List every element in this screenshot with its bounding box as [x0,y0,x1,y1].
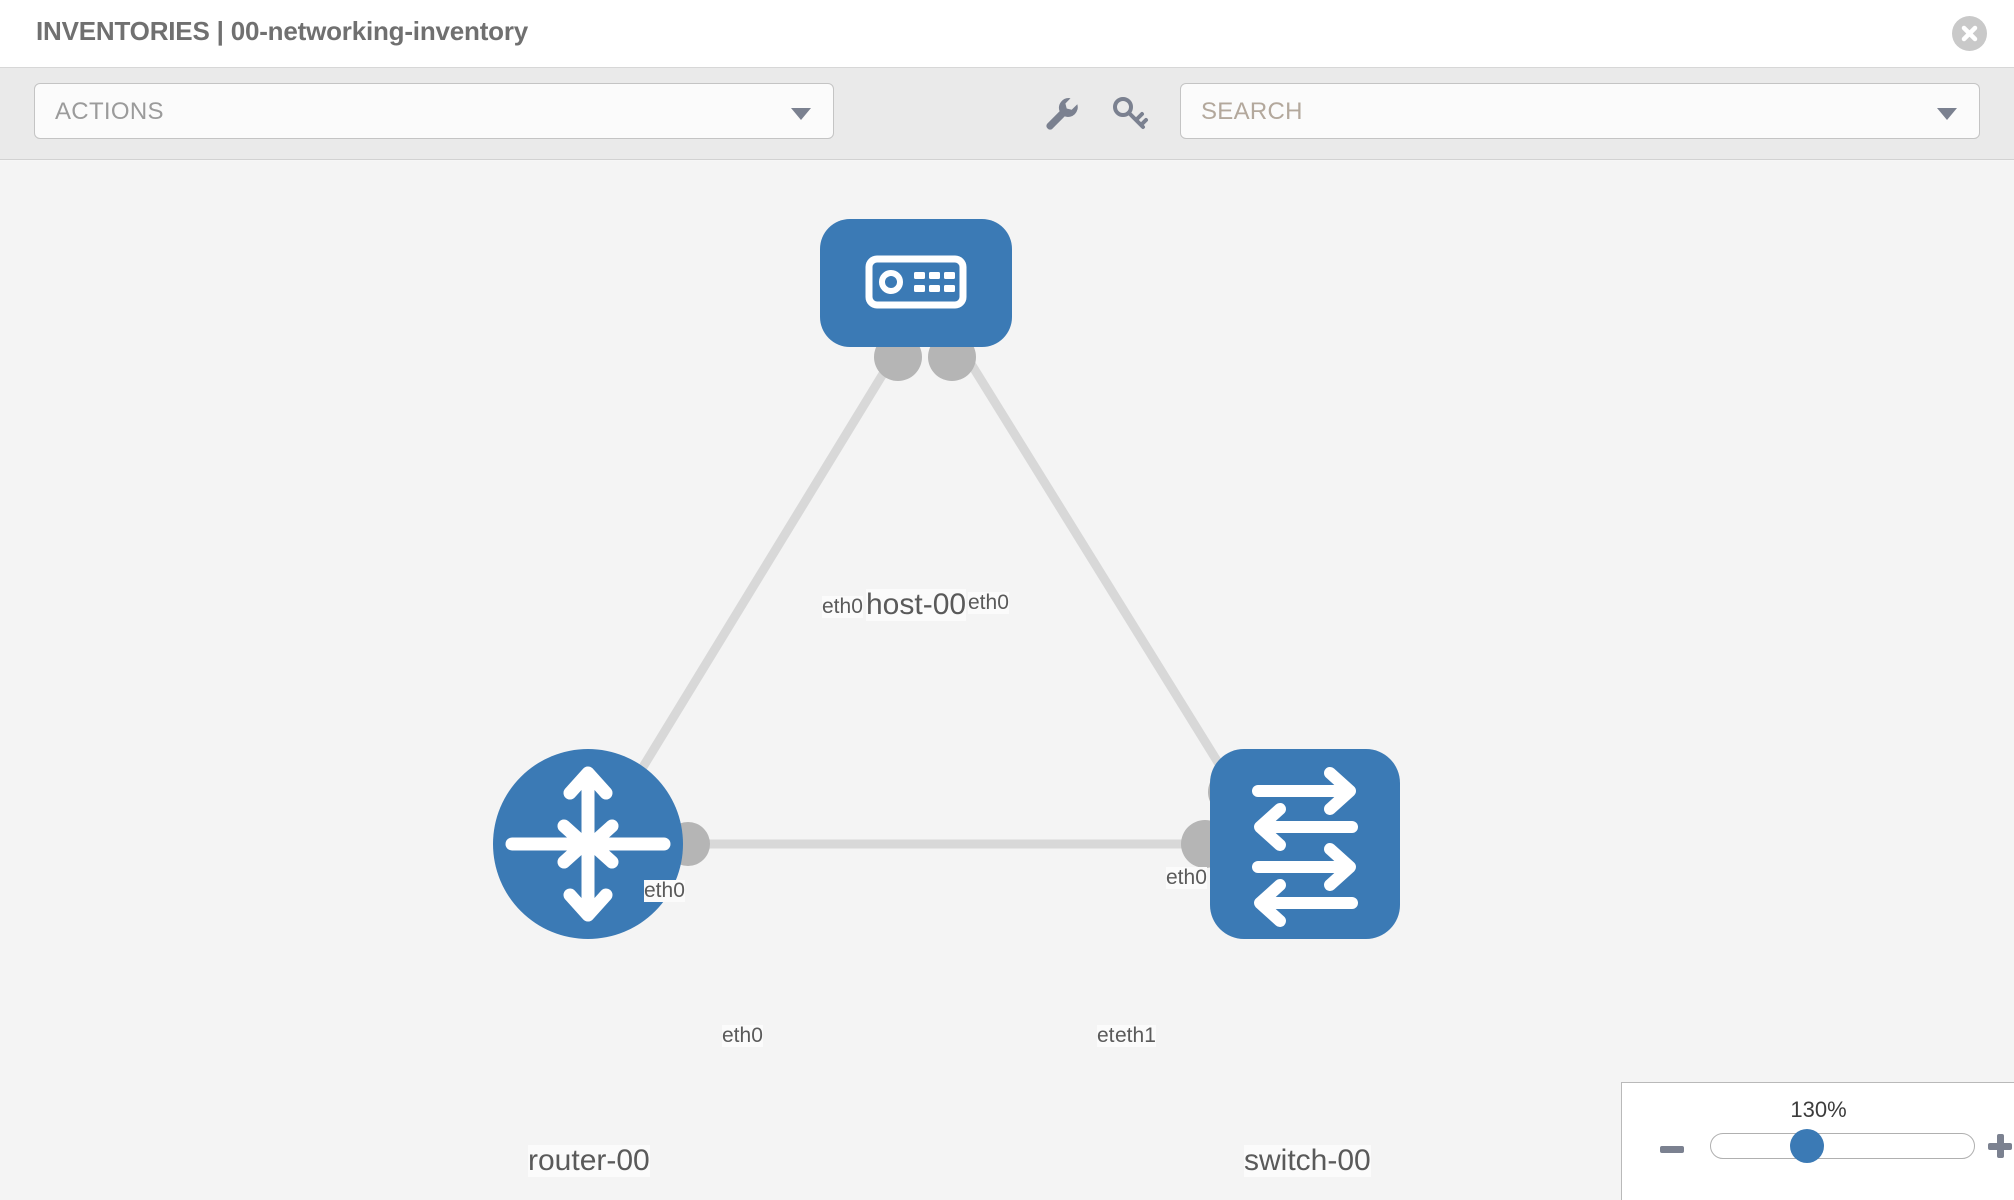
server-icon [865,255,967,309]
zoom-slider[interactable] [1710,1133,1975,1159]
plus-icon[interactable] [1988,1134,2012,1158]
zoom-slider-thumb[interactable] [1790,1129,1824,1163]
switch-arrows-icon [1252,767,1358,927]
node-label-switch: switch-00 [1244,1144,1371,1177]
iface-label: eth1 [1115,1024,1156,1048]
iface-label: eth0 [1166,866,1207,890]
window-header: INVENTORIES | 00-networking-inventory [0,0,2014,68]
minus-icon[interactable] [1660,1146,1684,1153]
actions-dropdown[interactable]: ACTIONS [34,83,834,139]
actions-dropdown-label: ACTIONS [55,98,164,125]
page-title: INVENTORIES | 00-networking-inventory [36,16,529,46]
node-switch-00 [1210,749,1400,939]
close-icon[interactable] [1952,16,1987,51]
topology-graph: eth0 eth0 eth0 eth0 eth0 eth0 eth1 host-… [0,161,2014,1200]
topology-edges [606,343,1249,849]
iface-label: eth0 [822,595,863,619]
edge-host-router [606,343,904,824]
node-host-00 [820,219,1012,347]
chevron-down-icon [791,108,811,120]
node-label-router: router-00 [528,1144,650,1177]
zoom-level-label: 130% [1790,1097,1847,1122]
search-placeholder: SEARCH [1201,98,1303,125]
topology-canvas[interactable]: eth0 eth0 eth0 eth0 eth0 eth0 eth1 host-… [0,161,2014,1200]
chevron-down-icon[interactable] [1937,108,1957,120]
search-input[interactable]: SEARCH [1180,83,1980,139]
edge-host-switch [956,343,1249,809]
wrench-icon[interactable] [1040,92,1082,134]
zoom-control-panel: 130% [1621,1082,2014,1200]
iface-label: eth0 [644,879,685,903]
iface-label: eth0 [968,591,1009,615]
key-icon[interactable] [1108,92,1150,134]
iface-label: eth0 [722,1024,763,1048]
node-router-00 [493,749,683,939]
router-arrows-icon [505,766,671,922]
node-label-host: host-00 [866,588,967,621]
